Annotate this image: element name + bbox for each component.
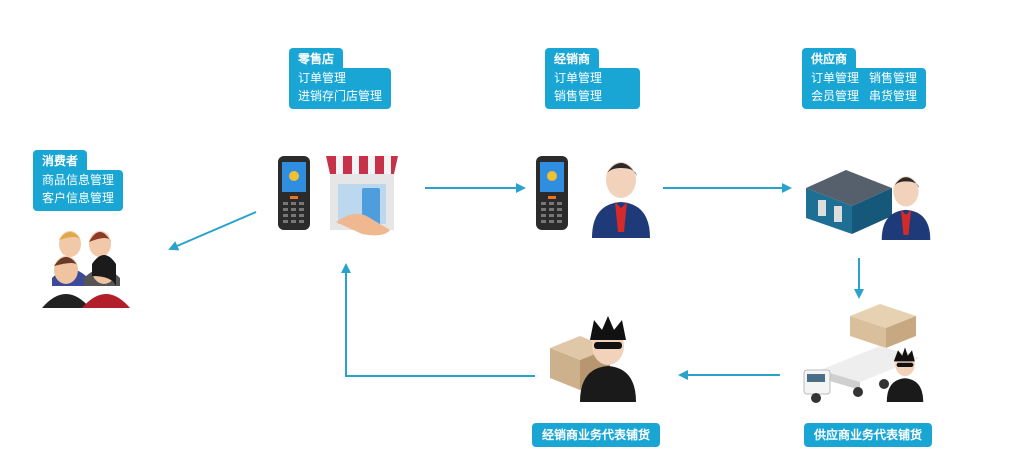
feature-line: 会员管理串货管理 (811, 87, 917, 105)
feature-item: 进销存门店管理 (298, 89, 383, 103)
dealer-title: 经销商 (545, 48, 600, 68)
dealer-tag: 经销商 订单管理 销售管理 (545, 48, 640, 109)
feature-item: 会员管理 (811, 89, 860, 103)
dealer-features: 订单管理 销售管理 (545, 68, 640, 109)
consumer-title: 消费者 (33, 150, 88, 170)
feature-line: 商品信息管理 (42, 171, 114, 189)
feature-line: 订单管理销售管理 (811, 69, 917, 87)
feature-line: 销售管理 (554, 87, 631, 105)
delivery-truck-icon (803, 304, 920, 403)
feature-item: 订单管理 (811, 71, 860, 85)
consumer-group-icon (42, 231, 130, 308)
feature-item: 订单管理 (298, 71, 347, 85)
supplier-tag: 供应商 订单管理销售管理 会员管理串货管理 (802, 48, 927, 109)
feature-item: 客户信息管理 (42, 191, 115, 205)
supplier-features: 订单管理销售管理 会员管理串货管理 (802, 68, 927, 109)
supplier-rep-delivery-button[interactable]: 供应商业务代表铺货 (804, 423, 933, 447)
feature-item: 商品信息管理 (42, 173, 115, 187)
businessman-icon (881, 176, 931, 240)
retail-store-icon (326, 156, 398, 236)
feature-line: 订单管理 (298, 69, 382, 87)
sales-rep-icon (886, 347, 924, 402)
warehouse-icon (806, 170, 892, 234)
consumer-tag: 消费者 商品信息管理 客户信息管理 (33, 150, 124, 211)
consumer-features: 商品信息管理 客户信息管理 (33, 170, 124, 211)
feature-item: 销售管理 (869, 71, 918, 85)
feature-item: 订单管理 (554, 71, 603, 85)
arrow-dealer-rep-to-retailer (341, 263, 535, 377)
dealer-rep-with-box-icon (550, 316, 636, 402)
feature-line: 进销存门店管理 (298, 87, 382, 105)
retailer-tag: 零售店 订单管理 进销存门店管理 (289, 48, 392, 109)
feature-item: 串货管理 (869, 89, 918, 103)
handheld-terminal-icon (278, 156, 310, 230)
feature-item: 销售管理 (554, 89, 603, 103)
arrow-retailer-to-consumer (168, 211, 257, 251)
businessman-icon (592, 162, 650, 238)
retailer-features: 订单管理 进销存门店管理 (289, 68, 392, 109)
feature-line: 订单管理 (554, 69, 631, 87)
feature-line: 客户信息管理 (42, 189, 114, 207)
supplier-title: 供应商 (802, 48, 857, 68)
cargo-pallet (850, 304, 916, 348)
handheld-terminal-icon (536, 156, 568, 230)
dealer-rep-delivery-button[interactable]: 经销商业务代表铺货 (532, 423, 661, 447)
retailer-title: 零售店 (289, 48, 344, 68)
